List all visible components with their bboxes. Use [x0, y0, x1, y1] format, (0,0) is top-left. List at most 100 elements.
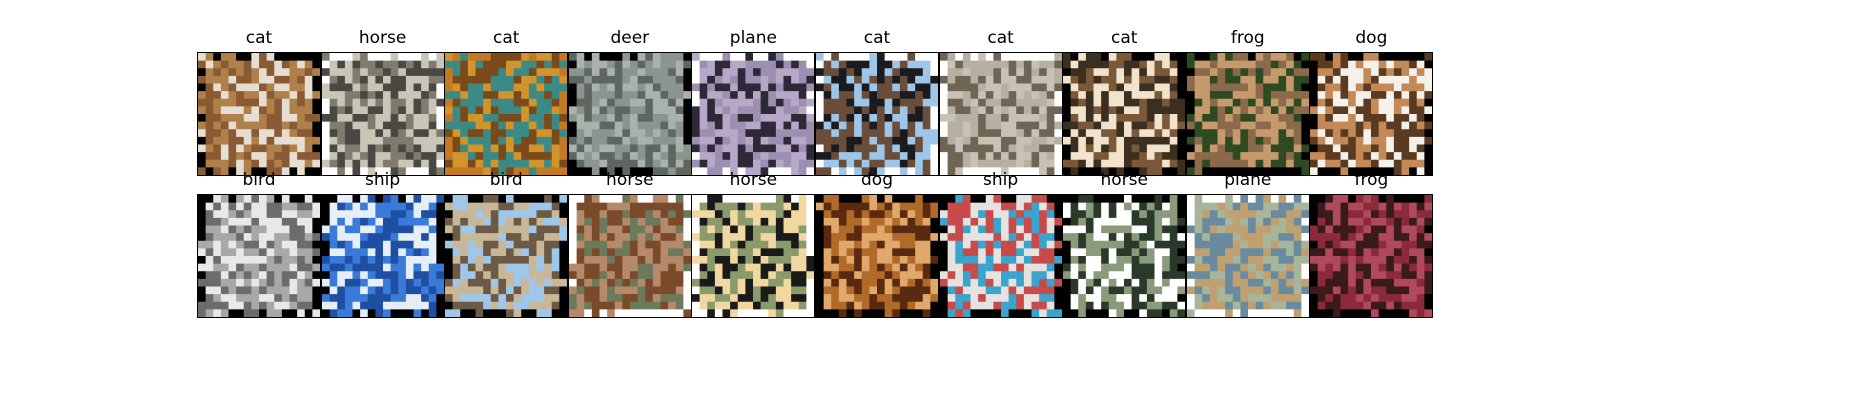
image-pixel	[947, 167, 956, 175]
image-pixel	[954, 217, 964, 227]
image-pixel	[869, 152, 878, 161]
image-pixel	[544, 217, 553, 227]
image-pixel	[722, 286, 732, 295]
image-pixel	[498, 256, 507, 265]
image-pixel	[397, 98, 407, 107]
image-pixel	[1293, 68, 1302, 77]
image-pixel	[1371, 121, 1380, 130]
image-pixel	[1278, 225, 1287, 234]
image-pixel	[915, 202, 924, 211]
image-pixel	[1046, 301, 1055, 310]
image-canvas	[692, 195, 815, 317]
image-pixel	[220, 121, 230, 130]
image-pixel	[1177, 129, 1186, 138]
image-pixel	[899, 129, 909, 138]
image-pixel	[1139, 256, 1148, 265]
image-pixel	[374, 195, 384, 204]
image-pixel	[1038, 106, 1047, 115]
image-pixel	[1333, 129, 1342, 138]
image-pixel	[1124, 98, 1133, 107]
image-pixel	[251, 210, 260, 219]
image-pixel	[1053, 75, 1062, 85]
image-pixel	[622, 225, 631, 234]
image-pixel	[761, 98, 770, 107]
image-pixel	[266, 294, 275, 303]
image-pixel	[816, 167, 825, 175]
image-pixel	[915, 294, 924, 303]
image-pixel	[297, 167, 306, 175]
image-pixel	[1340, 53, 1350, 62]
image-pixel	[985, 91, 994, 100]
image-pixel	[915, 83, 924, 92]
image-pixel	[915, 210, 924, 219]
image-pixel	[667, 202, 677, 211]
image-thumbnail	[320, 52, 445, 176]
image-pixel	[198, 129, 207, 138]
image-pixel	[1240, 233, 1249, 242]
image-pixel	[992, 68, 1002, 77]
image-pixel	[289, 106, 298, 115]
image-pixel	[1263, 159, 1272, 168]
image-pixel	[1078, 136, 1087, 146]
image-pixel	[1202, 271, 1211, 280]
image-pixel	[831, 263, 840, 272]
image-pixel	[970, 114, 979, 123]
image-pixel	[907, 129, 916, 138]
image-pixel	[289, 167, 298, 175]
image-pixel	[1008, 278, 1017, 288]
image-pixel	[536, 225, 545, 234]
image-pixel	[1124, 121, 1133, 130]
image-pixel	[1209, 152, 1218, 161]
image-pixel	[738, 68, 747, 77]
image-pixel	[428, 129, 437, 138]
image-pixel	[622, 195, 631, 204]
image-pixel	[1240, 144, 1249, 153]
image-pixel	[854, 68, 863, 77]
image-pixel	[939, 60, 948, 69]
image-pixel	[846, 225, 855, 234]
image-pixel	[336, 225, 346, 234]
image-pixel	[584, 225, 593, 234]
image-pixel	[304, 233, 313, 242]
image-pixel	[922, 263, 931, 272]
image-pixel	[683, 60, 691, 69]
image-pixel	[1038, 240, 1047, 249]
image-pixel	[823, 301, 832, 310]
image-pixel	[1293, 144, 1302, 153]
image-pixel	[498, 217, 507, 227]
image-pixel	[816, 91, 825, 100]
image-pixel	[1232, 202, 1241, 211]
image-pixel	[1325, 159, 1334, 168]
image-pixel	[1232, 278, 1241, 288]
image-pixel	[1038, 152, 1047, 161]
image-pixel	[382, 136, 391, 146]
image-pixel	[1293, 256, 1302, 265]
image-pixel	[1162, 256, 1171, 265]
image-pixel	[1070, 202, 1080, 211]
image-pixel	[1240, 225, 1249, 234]
image-pixel	[715, 98, 724, 107]
image-pixel	[281, 60, 291, 69]
image-pixel	[1031, 53, 1040, 62]
image-pixel	[947, 152, 956, 161]
image-pixel	[692, 83, 701, 92]
image-pixel	[568, 294, 578, 303]
image-pixel	[1169, 202, 1179, 211]
image-pixel	[1015, 278, 1025, 288]
image-pixel	[259, 152, 268, 161]
image-pixel	[1053, 195, 1062, 204]
image-pixel	[1363, 91, 1372, 100]
image-pixel	[1417, 68, 1426, 77]
image-pixel	[1255, 106, 1264, 115]
image-pixel	[1008, 114, 1017, 123]
image-pixel	[700, 136, 709, 146]
image-pixel	[329, 144, 338, 153]
image-pixel	[992, 202, 1002, 211]
image-pixel	[1177, 136, 1186, 146]
image-pixel	[344, 98, 353, 107]
image-pixel	[1093, 286, 1102, 295]
image-pixel	[1147, 301, 1156, 310]
image-pixel	[297, 129, 306, 138]
image-pixel	[992, 75, 1002, 85]
image-pixel	[1255, 152, 1264, 161]
